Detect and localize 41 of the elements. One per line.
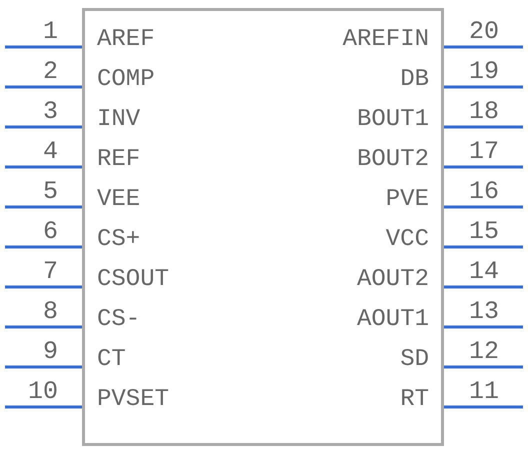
pin-name: CT [97, 348, 126, 372]
pin-number: 13 [469, 299, 500, 324]
pin-name: VCC [386, 228, 429, 252]
pin-name: SD [400, 348, 429, 372]
pin-name: AREF [97, 28, 155, 52]
pin-name: PVE [386, 188, 429, 212]
pin-name: VEE [97, 188, 140, 212]
pin-number: 17 [469, 139, 500, 164]
pin-number: 15 [469, 219, 500, 244]
pin-name: CS- [97, 308, 140, 332]
pin-name: COMP [97, 68, 155, 92]
pin-number: 16 [469, 179, 500, 204]
pin-name: CS+ [97, 228, 140, 252]
pin-name: BOUT1 [356, 108, 429, 132]
pin-number: 1 [42, 19, 58, 44]
pin-number: 6 [42, 219, 58, 244]
pin-name: AOUT1 [356, 308, 429, 332]
pin-number: 3 [42, 99, 58, 124]
pin-number: 10 [28, 379, 58, 404]
pin-name: BOUT2 [356, 148, 429, 172]
pin-number: 9 [42, 339, 58, 364]
pin-name: DB [400, 68, 429, 92]
pin-name: PVSET [97, 388, 170, 412]
pin-number: 2 [42, 59, 58, 84]
pin-number: 5 [42, 179, 58, 204]
pin-name: REF [97, 148, 140, 172]
pin-number: 14 [469, 259, 500, 284]
pin-name: INV [97, 108, 140, 132]
pin-name: CSOUT [97, 268, 170, 292]
pin-name: AOUT2 [356, 268, 429, 292]
pin-number: 19 [469, 59, 500, 84]
pin-name: AREFIN [342, 28, 429, 52]
pin-number: 7 [42, 259, 58, 284]
chip-body [82, 8, 444, 446]
pin-number: 18 [469, 99, 500, 124]
pin-number: 11 [469, 379, 500, 404]
pin-number: 8 [42, 299, 58, 324]
pin-name: RT [400, 388, 429, 412]
pin-number: 12 [469, 339, 500, 364]
pin-number: 4 [42, 139, 58, 164]
pin-number: 20 [469, 19, 500, 44]
